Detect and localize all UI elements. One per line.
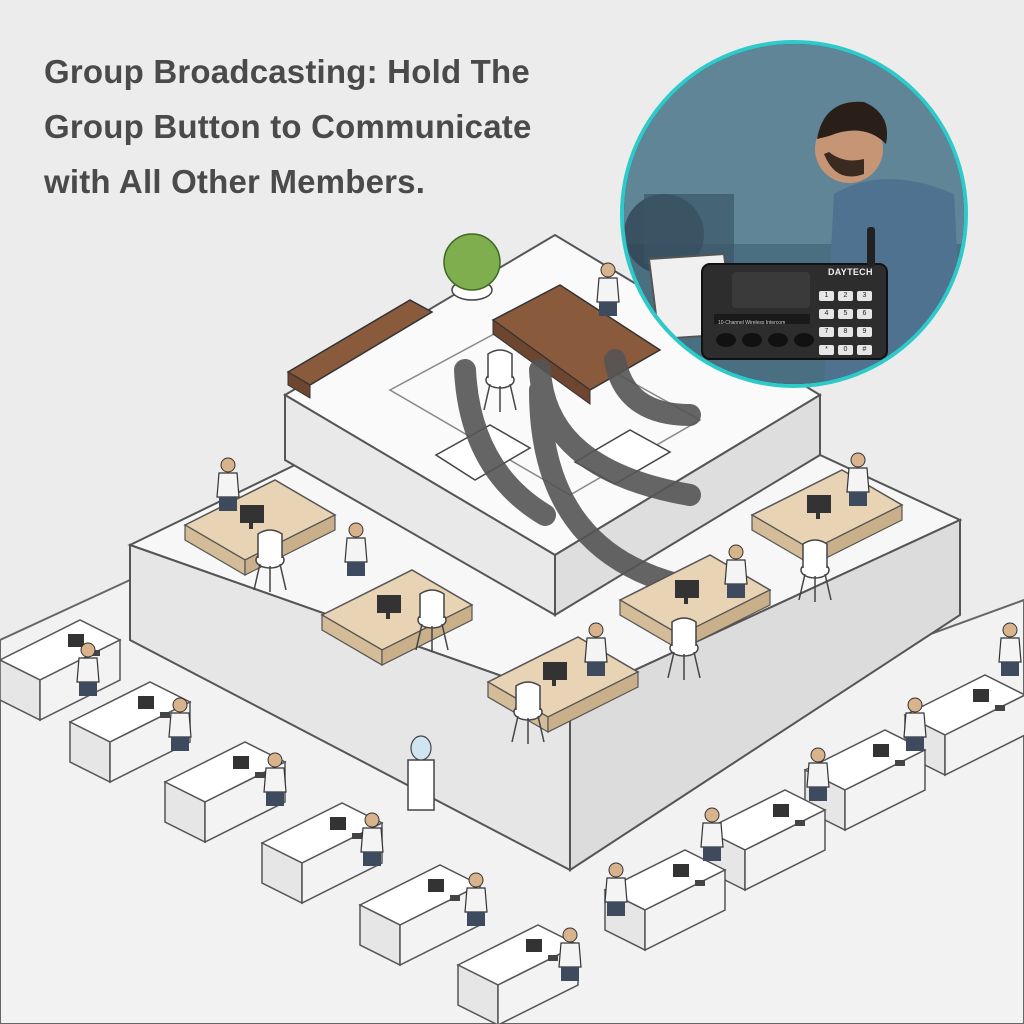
- intercom-brand-logo: DAYTECH: [828, 267, 873, 277]
- intercom-model-label: 10-Channel Wireless Intercom: [718, 320, 786, 326]
- keypad-key: 9: [857, 327, 872, 337]
- display-strip: [714, 314, 810, 324]
- keypad-key: #: [857, 345, 872, 355]
- keypad-key: 6: [857, 309, 872, 319]
- keypad-key: 3: [857, 291, 872, 301]
- inset-photo: [624, 44, 964, 384]
- broadcast-signal-waves: [454, 349, 701, 596]
- man-hair: [817, 101, 888, 144]
- person-middle-5: [846, 452, 870, 507]
- person-middle-1: [216, 457, 240, 512]
- headline-line-2: Group Button to Communicate: [44, 108, 532, 145]
- man-beard: [824, 152, 864, 177]
- water-bottle: [410, 735, 432, 761]
- intercom-antenna: [867, 227, 875, 267]
- keypad-key: 5: [838, 309, 853, 319]
- keypad-key: 0: [838, 345, 853, 355]
- keypad-key: 7: [819, 327, 834, 337]
- credenza-front: [287, 371, 311, 399]
- speaker-grille: [732, 272, 810, 308]
- headline-line-1: Group Broadcasting: Hold The: [44, 53, 530, 90]
- headline-line-3: with All Other Members.: [44, 163, 426, 200]
- headline: Group Broadcasting: Hold The Group Butto…: [44, 44, 624, 209]
- channel-buttons: [716, 333, 814, 347]
- floor-tier-middle-right-wall: [569, 518, 961, 872]
- keypad-key: 1: [819, 291, 834, 301]
- keypad-key: *: [819, 345, 834, 355]
- keypad-key: 4: [819, 309, 834, 319]
- water-cooler: [407, 759, 435, 811]
- keypad-key: 2: [838, 291, 853, 301]
- plant: [443, 233, 501, 291]
- keypad-key: 8: [838, 327, 853, 337]
